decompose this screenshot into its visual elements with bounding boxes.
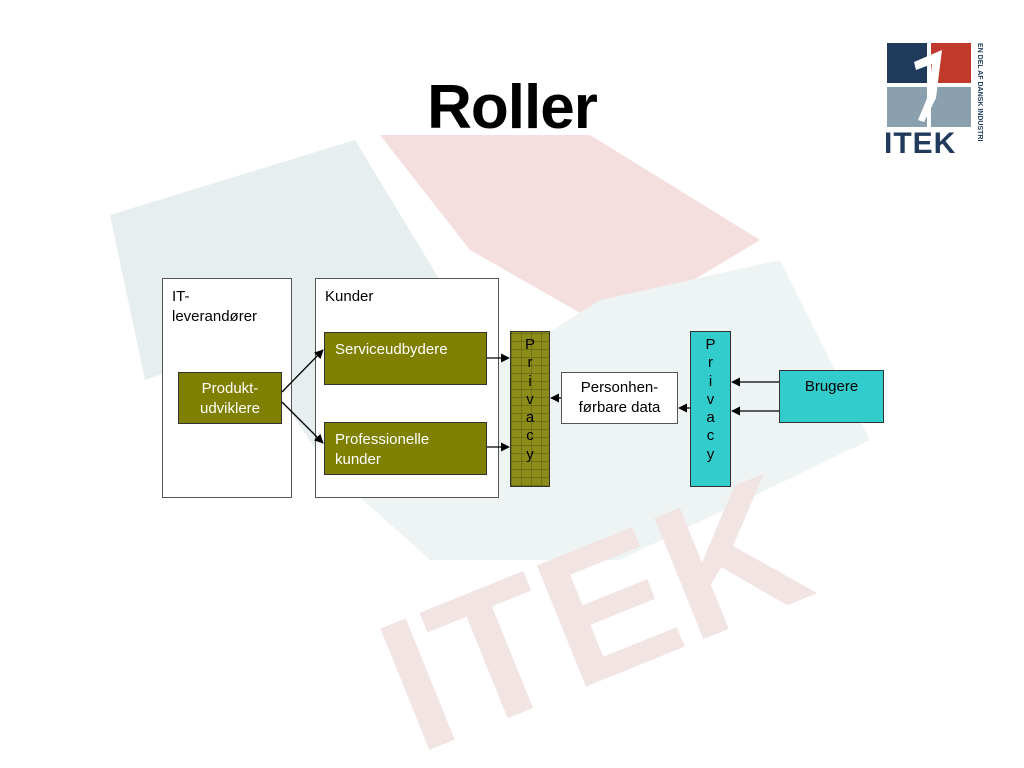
logo-i-glyph — [914, 50, 942, 122]
privacy-barrier-left: P r i v a c y — [510, 331, 550, 487]
personal-data-label: Personhen- førbare data — [578, 379, 661, 416]
slide-title: Roller — [427, 73, 598, 142]
service-providers-label: Serviceudbydere — [335, 341, 448, 358]
logo-tagline: EN DEL AF DANSK INDUSTRI — [976, 43, 983, 141]
privacy-letters-left: P r i v a c y — [524, 336, 535, 463]
product-developers-box: Produkt- udviklere — [178, 372, 282, 424]
service-providers-box: Serviceudbydere — [324, 332, 487, 385]
customers-label: Kunder — [325, 288, 374, 305]
product-developers-label: Produkt- udviklere — [199, 380, 261, 417]
users-label: Brugere — [804, 378, 859, 395]
personal-data-box: Personhen- førbare data — [561, 372, 678, 424]
professional-customers-label: Professionelle kunder — [335, 431, 430, 468]
itek-logo: ITEK EN DEL AF DANSK INDUSTRI — [884, 43, 983, 160]
privacy-letters-right: P r i v a c y — [705, 336, 716, 463]
watermark-red-shape — [380, 135, 760, 330]
logo-name: ITEK — [884, 127, 956, 160]
privacy-barrier-right: P r i v a c y — [690, 331, 731, 487]
professional-customers-box: Professionelle kunder — [324, 422, 487, 475]
users-box: Brugere — [779, 370, 884, 423]
it-suppliers-label: IT- leverandører — [172, 288, 258, 325]
logo-grey-block-2 — [931, 87, 971, 127]
